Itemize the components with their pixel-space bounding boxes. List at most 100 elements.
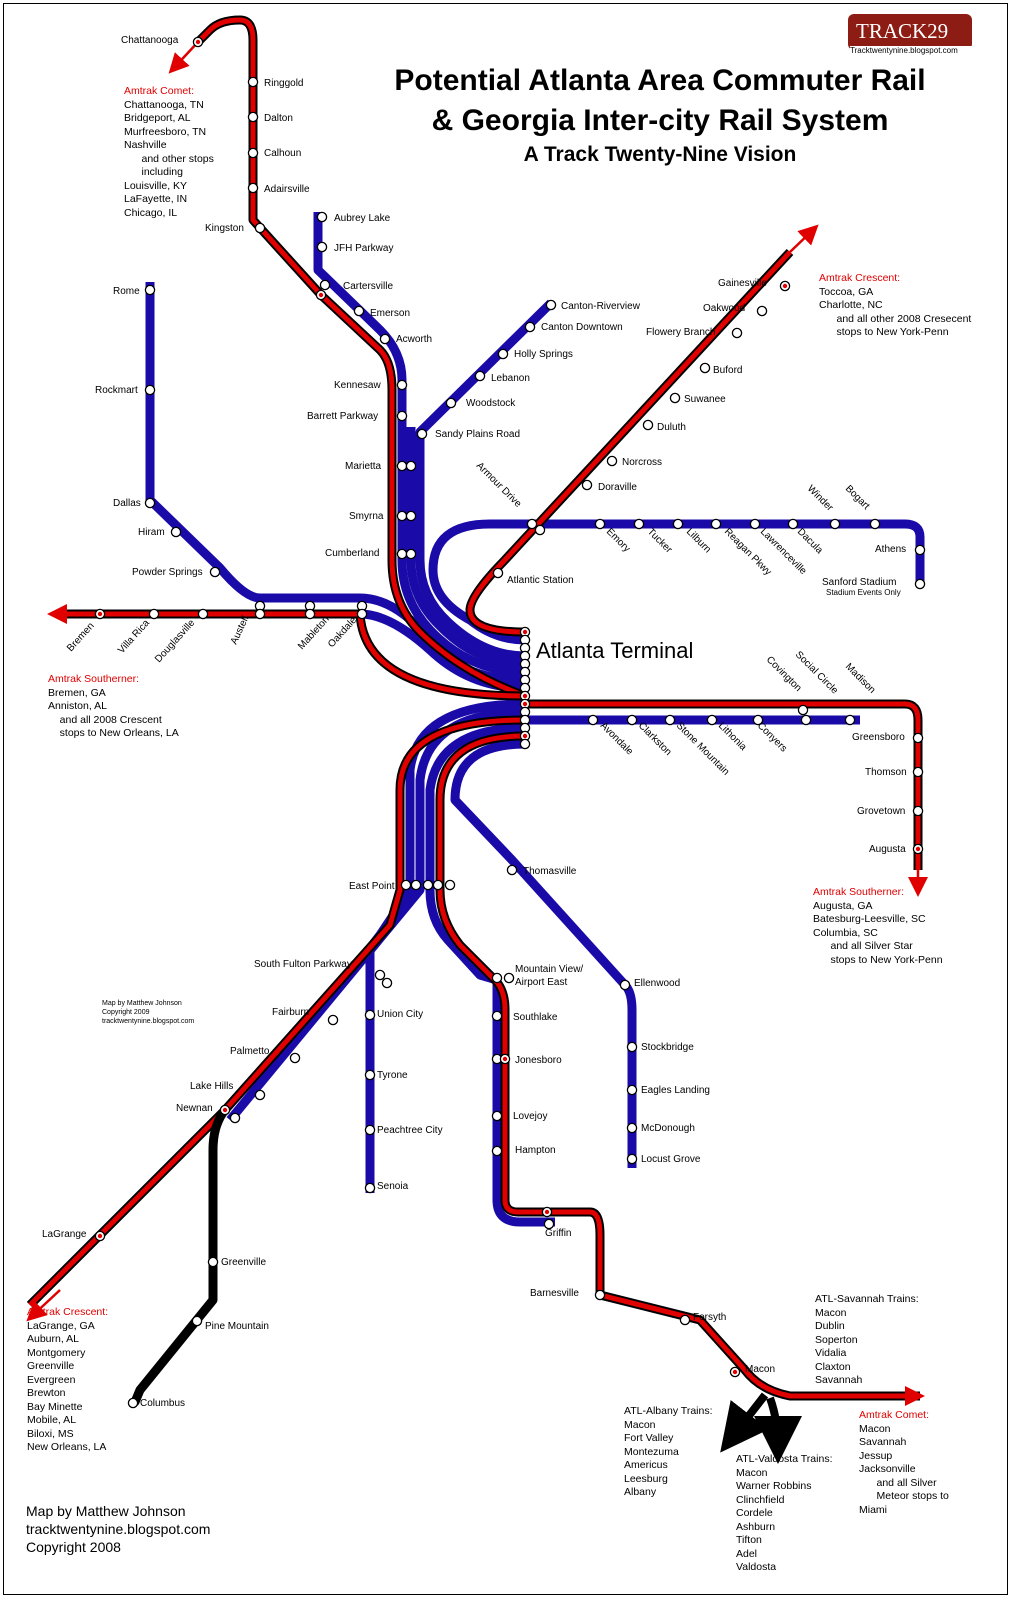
stop-cumberland-2 [405, 548, 417, 560]
stop-clarkston [626, 714, 638, 726]
note-heading: Amtrak Crescent: [27, 1306, 109, 1318]
label-mableton: Mableton [296, 614, 332, 652]
stop-emerson [353, 305, 365, 317]
label-suwanee: Suwanee [684, 394, 726, 405]
stop-greensboro [912, 732, 924, 744]
stop-mountain-view [491, 972, 503, 984]
line-newnan-red-fill [28, 717, 526, 1307]
stop-thomson [912, 766, 924, 778]
label-stadium-note: Stadium Events Only [826, 588, 901, 597]
stop-pine-mountain [191, 1315, 203, 1327]
note-line: Claxton [815, 1360, 851, 1373]
label-smyrna: Smyrna [349, 511, 384, 522]
hub-label: Atlanta Terminal [536, 638, 693, 663]
label-kingston: Kingston [205, 223, 244, 234]
note-line: Fort Valley [624, 1432, 674, 1444]
note-line: and all Silver [859, 1476, 937, 1489]
arrow-chattanooga [168, 41, 199, 74]
label-villa-rica: Villa Rica [116, 617, 152, 656]
note-line: Brewton [27, 1387, 66, 1399]
stop-sanford-stadium [914, 578, 926, 590]
stop-east-point-5 [444, 879, 456, 891]
note-line: Evergreen [27, 1373, 76, 1386]
note-line: LaFayette, IN [124, 193, 188, 205]
label-bogart: Bogart [843, 483, 872, 512]
note-line: Montgomery [27, 1346, 86, 1359]
stop-union-city [364, 1009, 376, 1021]
stop-covington [797, 704, 809, 716]
note-line: Adel [736, 1547, 758, 1560]
credit-small: Map by Matthew Johnson Copyright 2009 tr… [102, 999, 194, 1026]
note-line: including [124, 166, 183, 178]
label-eagles-landing: Eagles Landing [641, 1085, 710, 1096]
note-line: Jacksonville [859, 1463, 916, 1475]
hub-platform-9-dot [522, 701, 528, 707]
stop-columbus [127, 1397, 139, 1409]
label-gainesville: Gainesville [718, 278, 767, 289]
stop-dacula [787, 518, 799, 530]
stop-augusta-dot [915, 846, 921, 852]
label-lagrange: LaGrange [42, 1229, 87, 1240]
note-line: Columbia, SC [813, 926, 878, 939]
note-line: Toccoa, GA [819, 285, 874, 298]
stop-rome [144, 284, 156, 296]
credit-big-line: tracktwentynine.blogspot.com [26, 1521, 211, 1537]
stop-barnesville [594, 1289, 606, 1301]
stop-reagan-pkwy [710, 518, 722, 530]
stop-lagrange-dot [97, 1233, 103, 1239]
label-aubrey-lake: Aubrey Lake [334, 213, 391, 224]
stop-buford [699, 362, 711, 374]
line-griffin-blue [425, 723, 555, 1227]
stop-flowery-branch [731, 327, 743, 339]
label-airport-east: Airport East [515, 977, 567, 988]
label-marietta: Marietta [345, 461, 382, 472]
note-line: Albany [624, 1486, 657, 1498]
note-line: stops to New York-Penn [819, 326, 949, 338]
stop-sandy-plains [416, 428, 428, 440]
label-hampton: Hampton [515, 1145, 556, 1156]
arrow-valdosta [753, 1396, 802, 1464]
station-labels: Chattanooga Ringgold Dalton Calhoun Adai… [42, 35, 907, 1409]
label-armour-drive: Armour Drive [474, 460, 524, 510]
stop-lithonia [706, 714, 718, 726]
stop-oakdale-2 [356, 608, 368, 620]
stop-emory [594, 518, 606, 530]
note-heading: Amtrak Comet: [124, 85, 195, 97]
stop-norcross [606, 455, 618, 467]
stop-senoia [364, 1182, 376, 1194]
stop-grovetown [912, 805, 924, 817]
label-canton-riverview: Canton-Riverview [561, 301, 641, 312]
label-ringgold: Ringgold [264, 78, 303, 89]
label-avondale: Avondale [598, 720, 635, 757]
label-norcross: Norcross [622, 457, 662, 468]
stop-douglasville [197, 608, 209, 620]
label-doraville: Doraville [598, 482, 637, 493]
note-line: Greenville [27, 1360, 75, 1372]
stop-cartersville [319, 279, 331, 291]
label-ellenwood: Ellenwood [634, 978, 680, 989]
label-emerson: Emerson [370, 308, 410, 319]
track29-logo: TRACK29 [848, 14, 972, 50]
stop-suwanee [669, 392, 681, 404]
note-line: Cordele [736, 1507, 773, 1519]
label-east-point: East Point [349, 881, 395, 892]
label-cumberland: Cumberland [325, 548, 379, 559]
stop-southlake [491, 1010, 503, 1022]
note-line: Auburn, AL [27, 1333, 79, 1345]
label-newnan: Newnan [176, 1103, 213, 1114]
note-heading: Amtrak Comet: [859, 1409, 930, 1421]
note-heading: ATL-Savannah Trains: [815, 1293, 919, 1305]
map-title-line2: & Georgia Inter-city Rail System [431, 104, 889, 137]
stop-adairsville [247, 182, 259, 194]
label-macon: Macon [745, 1364, 775, 1375]
label-emory: Emory [604, 526, 632, 554]
stop-doraville [581, 479, 593, 491]
label-dacula: Dacula [795, 526, 825, 556]
credit-small-line: tracktwentynine.blogspot.com [102, 1018, 195, 1025]
label-barrett-parkway: Barrett Parkway [307, 411, 378, 422]
label-canton-downtown: Canton Downtown [541, 322, 623, 333]
line-canton [406, 427, 526, 669]
